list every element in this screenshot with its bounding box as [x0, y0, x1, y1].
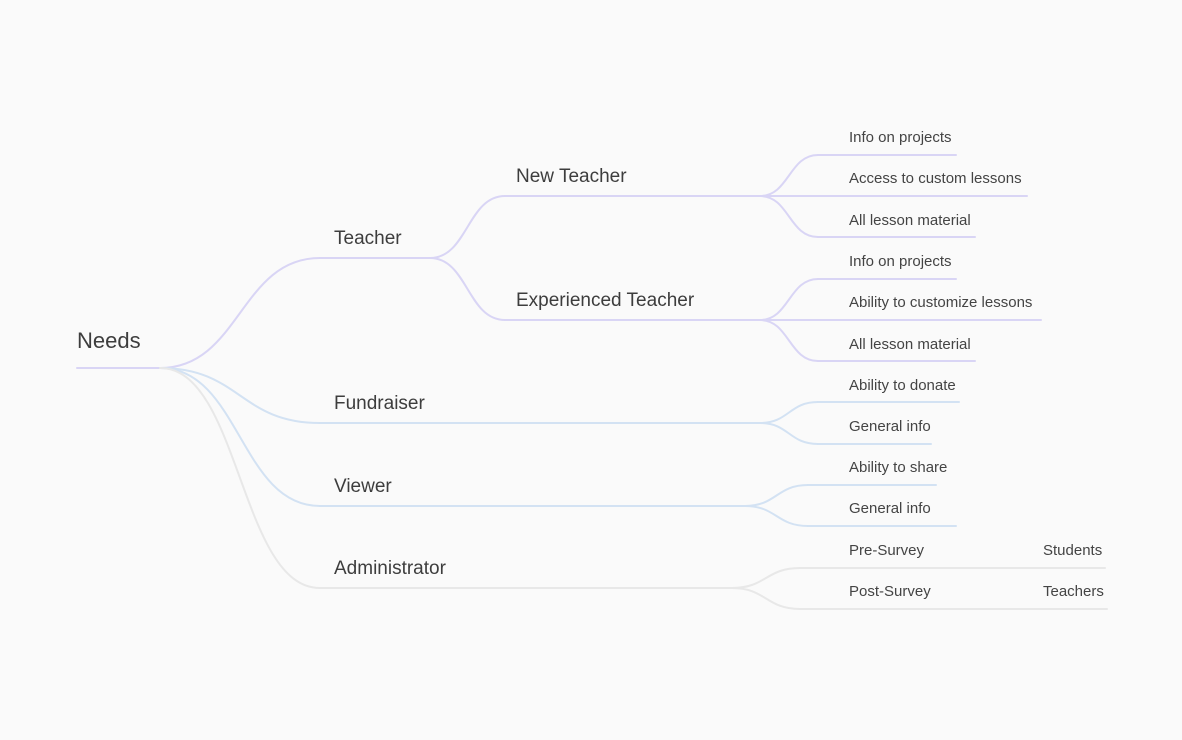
connector-14	[744, 484, 809, 507]
connector-16	[744, 505, 809, 527]
link-needs-administrator	[159, 367, 321, 589]
node-experienced-teacher-ability-to-customize-lessons[interactable]: Ability to customize lessons	[849, 294, 1033, 311]
connector-0	[759, 154, 819, 197]
connector-20	[731, 587, 801, 610]
link-needs-fundraiser	[159, 367, 321, 424]
node-students[interactable]: Students	[1043, 542, 1103, 559]
node-needs[interactable]: Needs	[77, 328, 141, 353]
link-needs-viewer	[159, 367, 321, 507]
link-teacher-experienced	[429, 257, 506, 321]
node-new-teacher-all-lesson-material[interactable]: All lesson material	[849, 212, 971, 229]
node-teachers[interactable]: Teachers	[1043, 583, 1104, 600]
node-teacher[interactable]: Teacher	[334, 228, 402, 249]
connector-5	[759, 278, 819, 321]
node-fundraiser[interactable]: Fundraiser	[334, 393, 425, 414]
link-needs-teacher	[159, 257, 321, 369]
node-viewer-ability-to-share[interactable]: Ability to share	[849, 459, 948, 476]
node-fundraiser-general-info[interactable]: General info	[849, 418, 931, 435]
connector-8	[759, 319, 819, 362]
connector-10	[759, 401, 819, 424]
connector-12	[759, 422, 819, 445]
node-administrator[interactable]: Administrator	[334, 558, 446, 579]
node-experienced-teacher-info-on-projects[interactable]: Info on projects	[849, 253, 952, 270]
connector-3	[759, 195, 819, 238]
node-experienced-teacher-all-lesson-material[interactable]: All lesson material	[849, 336, 971, 353]
node-viewer[interactable]: Viewer	[334, 476, 392, 497]
connector-18	[731, 567, 801, 589]
node-new-teacher-access-to-custom-lessons[interactable]: Access to custom lessons	[849, 170, 1022, 187]
node-fundraiser-ability-to-donate[interactable]: Ability to donate	[849, 377, 956, 394]
link-teacher-new	[429, 195, 506, 259]
node-new-teacher[interactable]: New Teacher	[516, 166, 627, 187]
node-viewer-general-info[interactable]: General info	[849, 500, 931, 517]
node-new-teacher-info-on-projects[interactable]: Info on projects	[849, 129, 952, 146]
node-post-survey[interactable]: Post-Survey	[849, 583, 931, 600]
node-pre-survey[interactable]: Pre-Survey	[849, 542, 925, 559]
node-experienced-teacher[interactable]: Experienced Teacher	[516, 290, 695, 311]
